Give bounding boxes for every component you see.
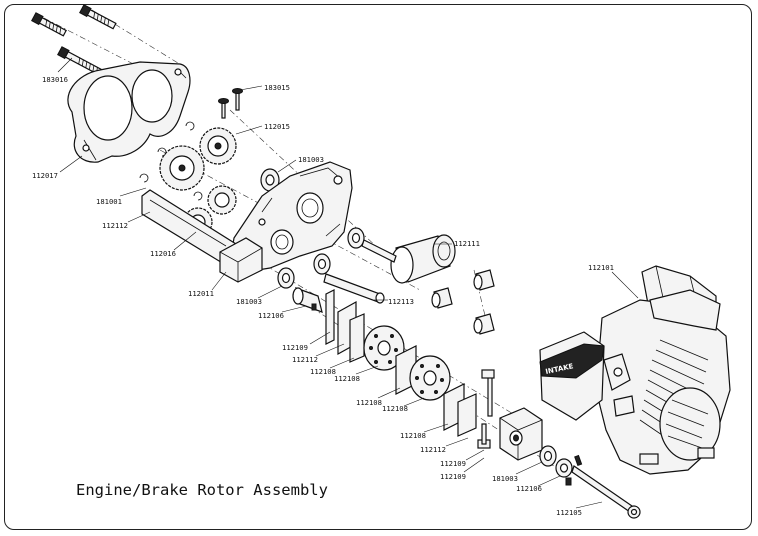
clutch-bell-112111 — [390, 234, 456, 284]
label-112109-mid: 112109 — [440, 459, 466, 468]
caliper-pins-112109 — [477, 369, 495, 449]
label-112108-b: 112108 — [334, 374, 360, 383]
bearing-right — [313, 227, 365, 275]
gear-cover-112017 — [67, 61, 191, 163]
label-112108-e: 112108 — [400, 431, 426, 440]
label-112108-a: 112108 — [310, 367, 336, 376]
gear-112015 — [199, 127, 237, 165]
shaft-112113 — [323, 273, 385, 304]
drive-shaft-112105 — [571, 454, 641, 519]
label-112109-top: 112109 — [282, 343, 308, 352]
spacer-tubes — [431, 269, 495, 335]
bearing-181003-mid — [277, 267, 295, 289]
label-181003-top: 181003 — [298, 155, 324, 164]
label-112108-c: 112108 — [356, 398, 382, 407]
label-181003-mid: 181003 — [236, 297, 262, 306]
label-112112-bracket: 112112 — [102, 221, 128, 230]
e-clips — [139, 121, 203, 201]
label-181003-bottom: 181003 — [492, 474, 518, 483]
diagram-title: Engine/Brake Rotor Assembly — [76, 481, 328, 499]
gear-case-plate — [229, 161, 353, 273]
engine-112101: INTAKE — [539, 265, 731, 475]
label-112108-d: 112108 — [382, 404, 408, 413]
screw-183015 — [218, 88, 243, 119]
label-112016: 112016 — [150, 249, 176, 258]
brake-rotor-112108-c — [409, 355, 451, 401]
label-181001: 181001 — [96, 197, 122, 206]
shaft-upper — [361, 239, 397, 263]
label-112112-pad: 112112 — [292, 355, 318, 364]
part-labels: 183016 183015 112015 112017 181003 18100… — [32, 75, 614, 517]
label-112112-caliper: 112112 — [420, 445, 446, 454]
brake-rotor-112108-a — [363, 325, 405, 371]
brake-plate-112109 — [325, 289, 335, 345]
set-screw-112106-top — [292, 287, 323, 313]
label-112105: 112105 — [556, 508, 582, 517]
label-112101: 112101 — [588, 263, 614, 272]
mount-block-112011 — [219, 237, 263, 283]
collar-112106 — [555, 458, 573, 486]
label-112106-top: 112106 — [258, 311, 284, 320]
leader-lines — [57, 57, 639, 509]
gear-large — [159, 145, 205, 191]
brake-caliper-112112 — [499, 407, 543, 461]
label-112111: 112111 — [454, 239, 480, 248]
brake-pad-112112 — [337, 300, 365, 363]
label-183015: 183015 — [264, 83, 290, 92]
label-112017: 112017 — [32, 171, 58, 180]
bolt-183016 — [31, 4, 117, 80]
label-112106-bottom: 112106 — [516, 484, 542, 493]
label-183016: 183016 — [42, 75, 68, 84]
label-112011: 112011 — [188, 289, 214, 298]
bearing-181003-bottom — [539, 445, 557, 467]
label-112109-bottom: 112109 — [440, 472, 466, 481]
label-112113: 112113 — [388, 297, 414, 306]
label-112015: 112015 — [264, 122, 290, 131]
brake-pad-112108-d — [443, 383, 477, 437]
